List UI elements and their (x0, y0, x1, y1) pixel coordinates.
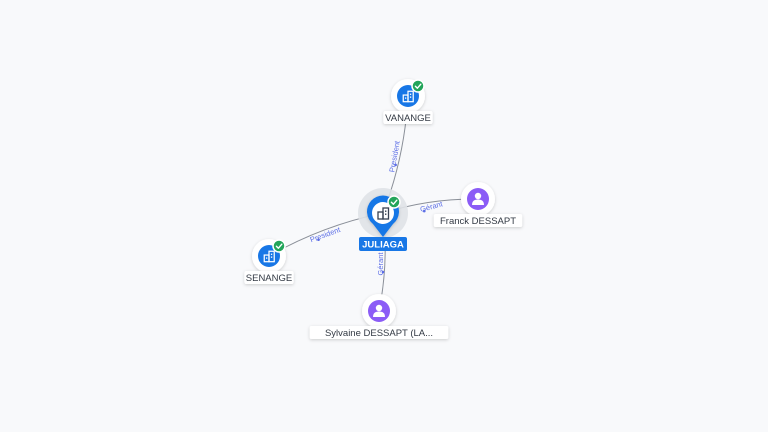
node-label: JULIAGA (362, 239, 404, 250)
node-label-box (244, 271, 294, 284)
node-label: VANANGE (385, 113, 431, 124)
edge-label: President (309, 225, 343, 245)
node-senange[interactable]: SENANGE (244, 239, 294, 284)
building-icon (263, 250, 275, 263)
verified-check-icon (272, 239, 286, 253)
edge-arrow-marker (422, 209, 426, 213)
edge-arrow-marker (317, 238, 320, 242)
verified-check-icon (411, 79, 425, 93)
node-label-box (383, 111, 433, 124)
edge-label: Gérant (419, 199, 444, 214)
building-icon (402, 90, 414, 103)
verified-check-icon (387, 195, 401, 209)
node-label-box (433, 214, 523, 227)
node-vanange[interactable]: VANANGE (383, 79, 433, 124)
person-icon (472, 192, 484, 205)
nodes-layer: JULIAGA VANANGE SENANGE Franck DESSAPT Sylva… (244, 79, 523, 339)
node-label-box (309, 326, 449, 339)
center-label-pill (359, 237, 407, 251)
person-icon (373, 304, 385, 317)
edge-arrow-marker (381, 270, 385, 274)
building-icon (377, 207, 390, 220)
edge-arrow-marker (394, 163, 397, 167)
node-label: Franck DESSAPT (440, 216, 516, 227)
node-juliaga[interactable]: JULIAGA (358, 188, 408, 251)
node-label: Sylvaine DESSAPT (LA... (325, 328, 433, 339)
node-franck[interactable]: Franck DESSAPT (433, 182, 523, 227)
node-sylvaine[interactable]: Sylvaine DESSAPT (LA... (309, 294, 449, 339)
node-label: SENANGE (246, 273, 292, 284)
edge-label: Gérant (376, 252, 385, 276)
